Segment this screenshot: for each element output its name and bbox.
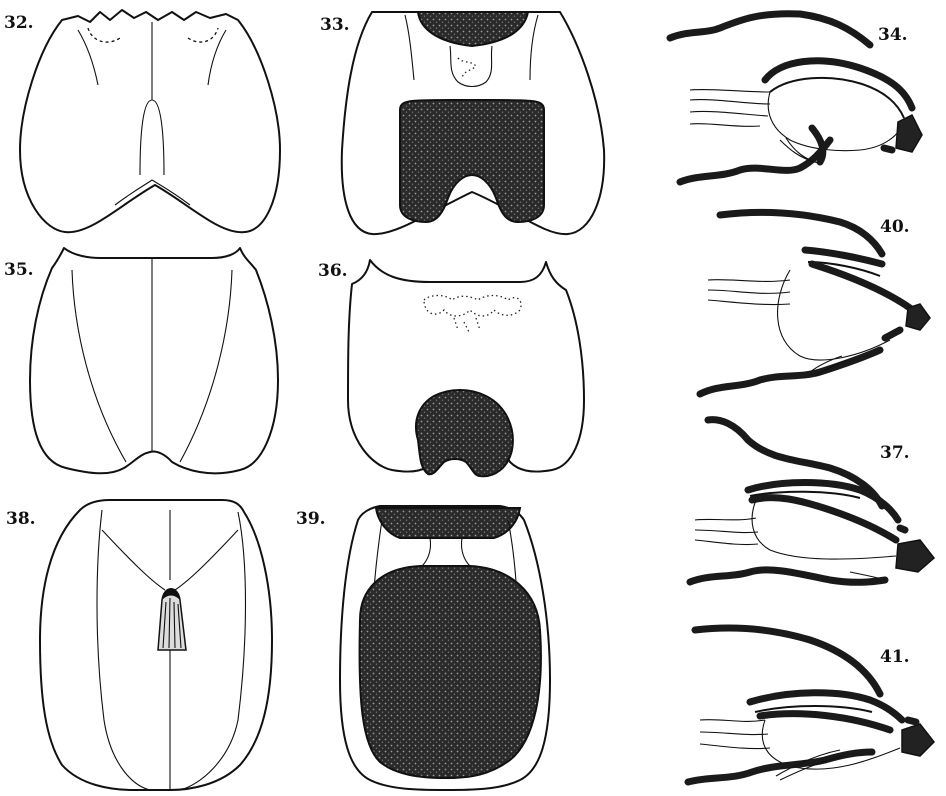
figure-36-drawing [348, 260, 584, 476]
figure-label-35: 35. [4, 260, 34, 280]
figure-33-drawing [342, 12, 604, 234]
figure-label-32: 32. [4, 13, 34, 33]
figure-label-37: 37. [880, 443, 910, 463]
figure-label-34: 34. [878, 25, 908, 45]
figure-39-drawing [340, 506, 550, 790]
figure-38-drawing [40, 500, 272, 790]
figure-35-drawing [30, 248, 278, 473]
figure-label-33: 33. [320, 15, 350, 35]
figure-label-38: 38. [6, 509, 36, 529]
figure-label-40: 40. [880, 217, 910, 237]
figure-label-41: 41. [880, 647, 910, 667]
figure-40-drawing [700, 212, 930, 394]
figure-label-36: 36. [318, 261, 348, 281]
figure-32-drawing [20, 10, 280, 232]
figure-label-39: 39. [296, 509, 326, 529]
